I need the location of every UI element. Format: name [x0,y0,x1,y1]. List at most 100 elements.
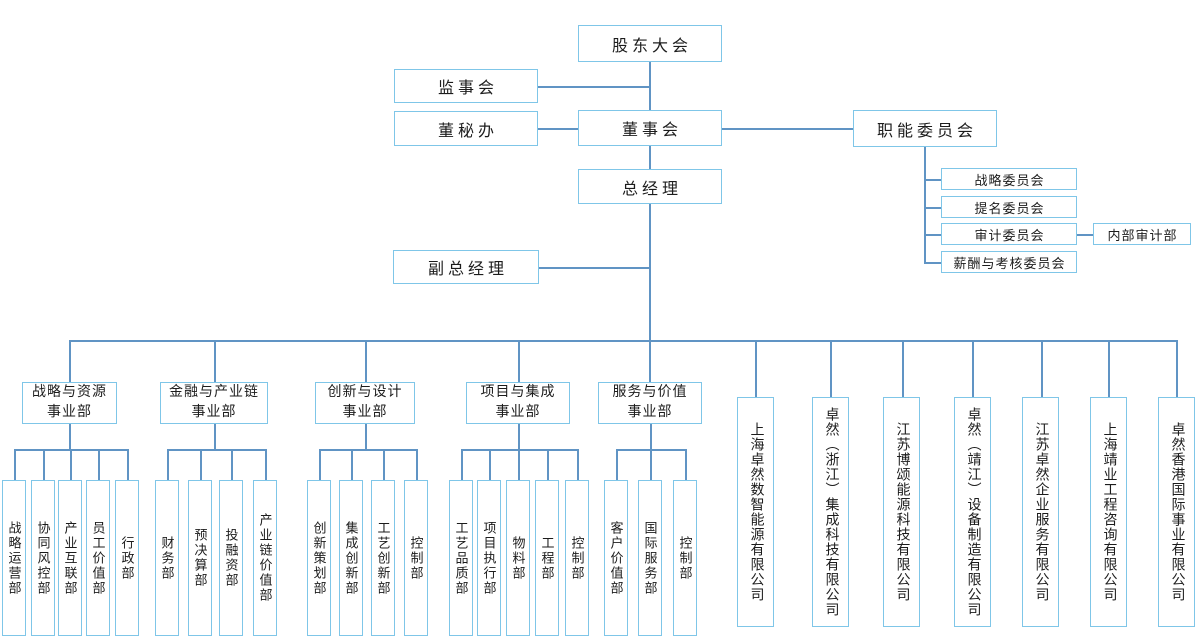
connector-h [14,449,128,451]
department-box: 预决算部 [188,480,212,636]
connector-v [547,449,549,480]
division-finance-industry-chain: 金融与产业链 事业部 [160,382,268,424]
connector-v [365,340,367,382]
connector-v [265,449,267,480]
department-box: 财务部 [155,480,179,636]
subsidiary-box: 卓然（靖江）设备制造有限公司 [954,397,991,627]
division-innovation-design: 创新与设计 事业部 [315,382,415,424]
connector-v [70,449,72,480]
connector-v [616,449,618,480]
department-box: 战略运营部 [2,480,26,636]
department-box: 集成创新部 [339,480,363,636]
connector-v [98,449,100,480]
connector-h [1077,234,1093,236]
node-internal-audit-dept: 内部审计部 [1093,223,1191,245]
connector-v [755,340,757,397]
division-name-line1: 金融与产业链 [169,385,259,401]
department-box: 行政部 [115,480,139,636]
subsidiary-box: 江苏博颂能源科技有限公司 [883,397,920,627]
connector-v [365,424,367,450]
connector-v [650,424,652,450]
connector-v [649,146,651,170]
connector-h [167,449,266,451]
connector-v [214,424,216,450]
subsidiary-box: 卓然（浙江）集成科技有限公司 [812,397,849,627]
department-box: 员工价值部 [86,480,110,636]
connector-v [1041,340,1043,397]
connector-v [649,204,651,382]
connector-v [1176,340,1178,397]
connector-v [69,340,71,382]
connector-v [1108,340,1110,397]
node-general-manager: 总经理 [578,169,722,204]
connector-v [518,424,520,450]
connector-v [518,340,520,382]
department-box: 产业链价值部 [253,480,277,636]
node-functional-committees: 职能委员会 [853,110,997,147]
department-box: 国际服务部 [638,480,662,636]
connector-v [127,449,129,480]
node-board-secretary-office: 董秘办 [394,111,538,146]
connector-v [489,449,491,480]
connector-h [722,128,853,130]
department-box: 控制部 [404,480,428,636]
connector-v [461,449,463,480]
connector-v [902,340,904,397]
node-deputy-general-manager: 副总经理 [393,250,539,284]
department-box: 协同风控部 [31,480,55,636]
node-strategy-committee: 战略委员会 [941,168,1077,190]
connector-v [14,449,16,480]
division-strategy-resources: 战略与资源 事业部 [22,382,117,424]
connector-v [383,449,385,480]
department-box: 创新策划部 [307,480,331,636]
department-box: 控制部 [565,480,589,636]
department-box: 工程部 [535,480,559,636]
connector-h [538,86,650,88]
division-name-line2: 事业部 [342,405,388,420]
connector-h [924,179,941,181]
subsidiary-box: 卓然香港国际事业有限公司 [1158,397,1195,627]
division-service-value: 服务与价值 事业部 [598,382,702,424]
connector-h [924,234,941,236]
node-shareholders-meeting: 股东大会 [578,25,722,62]
connector-h [924,207,941,209]
department-box: 物料部 [506,480,530,636]
connector-v [972,340,974,397]
connector-h [538,128,578,130]
subsidiary-box: 江苏卓然企业服务有限公司 [1022,397,1059,627]
connector-v [43,449,45,480]
department-box: 控制部 [673,480,697,636]
division-name-line1: 项目与集成 [480,385,556,401]
department-box: 项目执行部 [477,480,501,636]
division-name-line1: 战略与资源 [32,385,107,401]
connector-v [200,449,202,480]
department-box: 工艺品质部 [449,480,473,636]
division-name-line1: 创新与设计 [327,385,403,401]
subsidiary-box: 上海卓然数智能源有限公司 [737,397,774,627]
connector-h [924,262,941,264]
division-name-line2: 事业部 [495,405,541,420]
department-box: 工艺创新部 [371,480,395,636]
connector-v [650,449,652,480]
division-project-integration: 项目与集成 事业部 [466,382,570,424]
connector-v [351,449,353,480]
connector-h [538,267,650,269]
division-name-line1: 服务与价值 [612,385,688,401]
connector-v [231,449,233,480]
connector-v [577,449,579,480]
connector-v [319,449,321,480]
connector-v [69,424,71,450]
connector-h [616,449,686,451]
connector-v [924,146,926,263]
connector-h [319,449,417,451]
division-name-line2: 事业部 [627,405,673,420]
node-audit-committee: 审计委员会 [941,223,1077,245]
node-board-of-directors: 董事会 [578,110,722,146]
division-name-line2: 事业部 [191,405,237,420]
connector-v [416,449,418,480]
node-nomination-committee: 提名委员会 [941,196,1077,218]
department-box: 投融资部 [219,480,243,636]
connector-v [214,340,216,382]
department-box: 产业互联部 [58,480,82,636]
